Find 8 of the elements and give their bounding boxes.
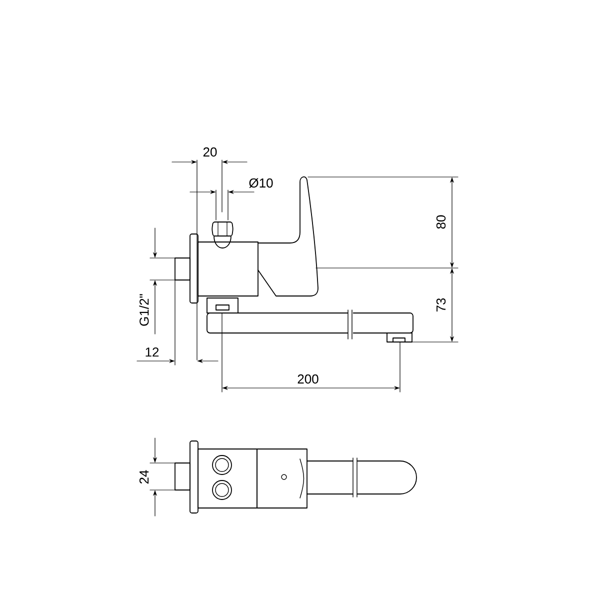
dimension-text: G1/2" bbox=[139, 294, 149, 326]
dimension-text: 80 bbox=[436, 215, 446, 229]
dimension-text: 73 bbox=[436, 298, 446, 312]
dimension-text: 12 bbox=[146, 347, 159, 357]
dimension-text: 20 bbox=[203, 147, 217, 157]
dimension-text: 24 bbox=[139, 470, 149, 484]
dimension-text: 200 bbox=[298, 374, 318, 384]
dimension-text: Ø10 bbox=[249, 178, 273, 188]
